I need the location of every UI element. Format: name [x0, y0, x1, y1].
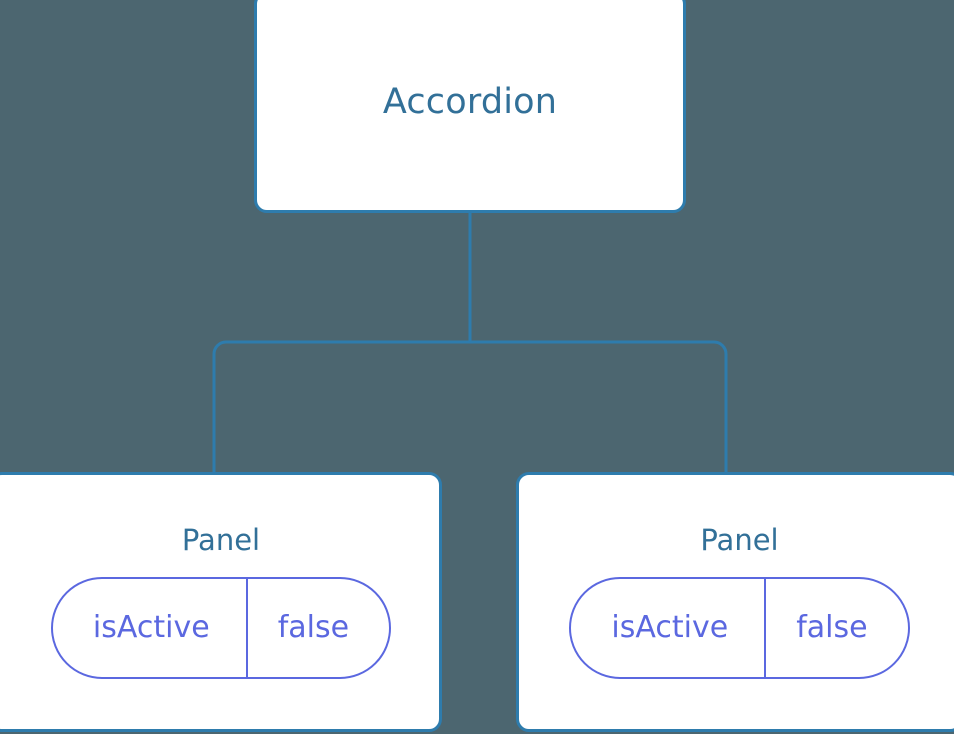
node-panel-left-title: Panel [181, 523, 261, 557]
node-panel-right-title: Panel [700, 523, 779, 557]
edge-elbow-right [713, 340, 728, 355]
property-key: isActive [53, 579, 248, 677]
node-panel-right-body: Panel isActive false [519, 475, 954, 679]
node-panel-left-body: Panel isActive false [0, 475, 445, 679]
node-accordion-title: Accordion [382, 81, 558, 122]
property-value: false [796, 610, 868, 645]
node-accordion[interactable]: Accordion [254, 0, 686, 213]
node-panel-left[interactable]: Panel isActive false [0, 472, 442, 732]
node-panel-left-property-isactive[interactable]: isActive false [50, 577, 392, 679]
edge-elbow-left [212, 340, 227, 355]
node-panel-right[interactable]: Panel isActive false [516, 472, 954, 732]
node-panel-right-property-isactive[interactable]: isActive false [569, 577, 910, 679]
edge-accordion-to-panels [212, 212, 728, 474]
property-key: isActive [571, 579, 767, 677]
property-value: false [277, 610, 350, 645]
